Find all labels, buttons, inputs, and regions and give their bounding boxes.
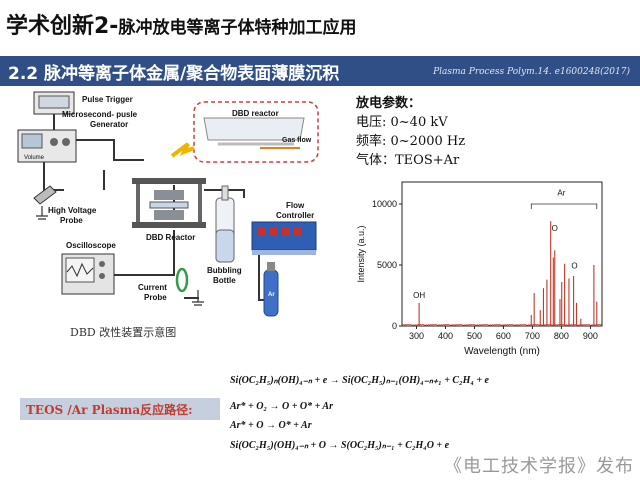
ar-bracket: [530, 203, 598, 209]
reaction-path-label-bg: [20, 398, 220, 420]
publisher-watermark: 《电工技术学报》发布: [444, 456, 634, 477]
reaction-eq-4: Si(OC₂H₅)(OH)₄₋ₙ + O → S(OC₂H₅)ₙ₋₁ + C₂H…: [230, 440, 450, 451]
inset-gas-label: Gas flow: [282, 137, 312, 144]
section-heading: 2.2 脉冲等离子体金属/聚合物表面薄膜沉积: [8, 64, 340, 84]
reaction-path-label: TEOS /Ar Plasma反应路径:: [26, 403, 193, 417]
param-gas: 气体：TEOS+Ar: [356, 153, 460, 168]
reaction-eq-3: Ar* + O → O* + Ar: [230, 420, 312, 431]
pulse-trigger-label: Pulse Trigger: [82, 95, 133, 104]
params-heading: 放电参数：: [356, 96, 422, 111]
volume-label: Volume: [24, 155, 45, 161]
emission-spectrum-chart: 300 400 500 600 700 800 900 0 5000 10000Wavelengt…: [356, 181, 603, 357]
dbd-reactor-label: DBD Reactor: [146, 233, 195, 242]
bubbling-label-1: Bubbling: [207, 266, 242, 275]
y-axis-label: Intensity (a.u.): [356, 225, 366, 282]
annotation-1: Ar: [557, 188, 565, 197]
plot-frame: [401, 181, 603, 327]
flow-controller-label-1: Flow: [286, 201, 305, 210]
hv-probe-icon: [33, 185, 57, 205]
x-axis-label: Wavelength (nm): [464, 346, 540, 357]
spectrum-baseline: [401, 323, 602, 326]
section-bar: [0, 56, 640, 86]
annotation-3: O: [571, 262, 577, 271]
y-tick-label-5000: 5000: [377, 260, 397, 270]
x-tick-label-800: 800: [554, 331, 569, 341]
flow-controller-device: [251, 221, 317, 255]
x-tick-label-300: 300: [409, 331, 424, 341]
y-tick-label-10000: 10000: [372, 199, 397, 209]
current-probe-label-1: Current: [138, 283, 167, 292]
reaction-eq-1: Si(OC₂H₅)ₙ(OH)₄₋ₙ + e → Si(OC₂H₅)ₙ₋₁(OH)…: [230, 375, 489, 386]
discharge-params: 放电参数： 电压: 0~40 kV 频率: 0~2000 Hz 气体：TEOS+…: [356, 94, 465, 170]
title-rest: 脉冲放电等离子体特种加工应用: [118, 18, 357, 38]
current-probe-icon: [175, 267, 189, 293]
inset-arrow-icon: [170, 142, 195, 158]
flow-controller-label-2: Controller: [276, 211, 314, 220]
cylinder-label: Ar: [268, 292, 275, 298]
reaction-eq-2: Ar* + O₂ → O + O* + Ar: [230, 401, 333, 412]
dbd-setup-diagram: Pulse Trigger Volume Microsecond- pusle …: [17, 91, 319, 317]
oscilloscope-label: Oscilloscope: [66, 241, 116, 250]
diagram-caption: DBD 改性装置示意图: [70, 326, 177, 339]
section-citation: Plasma Process Polym.14. e1600248(2017): [433, 67, 630, 77]
generator-label-1: Microsecond- pusle: [62, 110, 138, 119]
page-title: 学术创新2-脉冲放电等离子体特种加工应用: [6, 8, 356, 40]
generator-label-2: Generator: [90, 120, 128, 129]
annotation-2: O: [552, 224, 558, 233]
inset-reactor-label: DBD reactor: [232, 109, 279, 118]
current-probe-label-2: Probe: [144, 293, 167, 302]
x-tick-label-400: 400: [438, 331, 453, 341]
ar-cylinder-device: [263, 262, 279, 317]
hv-probe-label-2: Probe: [60, 216, 83, 225]
bubbling-label-2: Bottle: [213, 276, 236, 285]
x-tick-label-500: 500: [467, 331, 482, 341]
param-voltage: 电压: 0~40 kV: [356, 115, 448, 130]
title-main: 学术创新2-: [6, 14, 119, 39]
dbd-reactor-device: [132, 178, 206, 228]
y-tick-label-0: 0: [392, 321, 397, 331]
x-tick-label-600: 600: [496, 331, 511, 341]
hv-probe-label-1: High Voltage: [48, 206, 97, 215]
annotation-0: OH: [413, 291, 425, 300]
x-tick-label-900: 900: [583, 331, 598, 341]
x-tick-label-700: 700: [525, 331, 540, 341]
bubbling-bottle-device: [215, 185, 235, 263]
param-frequency: 频率: 0~2000 Hz: [356, 134, 466, 149]
